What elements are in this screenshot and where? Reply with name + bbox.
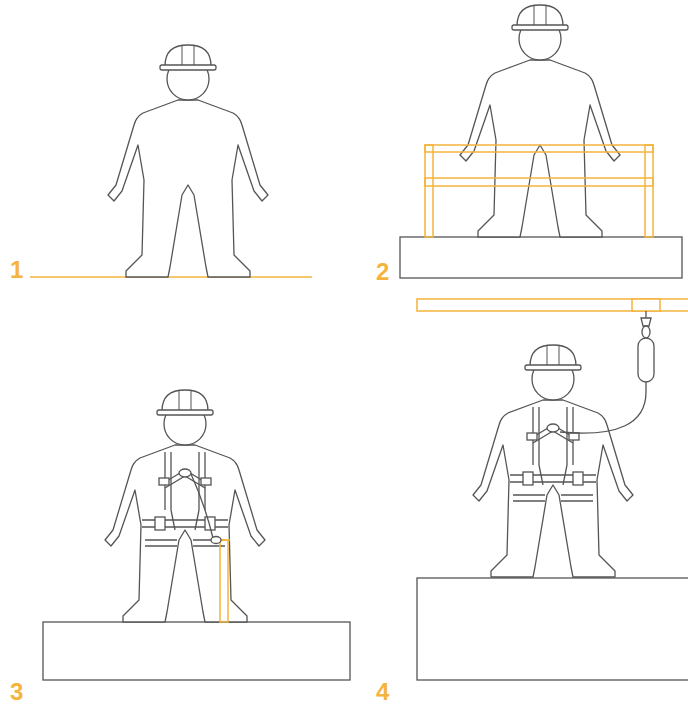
worker bbox=[460, 5, 620, 237]
callout-number: 4 bbox=[376, 680, 389, 704]
worker bbox=[105, 390, 265, 622]
self-retracting-lifeline bbox=[560, 311, 654, 433]
lanyard-hook bbox=[211, 537, 221, 544]
harness bbox=[142, 452, 228, 546]
platform bbox=[417, 578, 688, 680]
callout-number: 2 bbox=[376, 260, 389, 284]
callout-number: 3 bbox=[10, 680, 23, 704]
worker bbox=[473, 345, 633, 577]
callout-number: 1 bbox=[10, 258, 23, 282]
platform bbox=[400, 237, 682, 278]
anchor-post bbox=[218, 540, 230, 622]
lanyard bbox=[191, 474, 213, 538]
platform bbox=[43, 622, 350, 680]
ground-line bbox=[30, 276, 312, 278]
harness bbox=[510, 407, 596, 501]
worker bbox=[108, 45, 268, 277]
guardrail bbox=[425, 145, 653, 237]
rail-trolley bbox=[632, 299, 660, 311]
overhead-rail bbox=[417, 299, 688, 311]
